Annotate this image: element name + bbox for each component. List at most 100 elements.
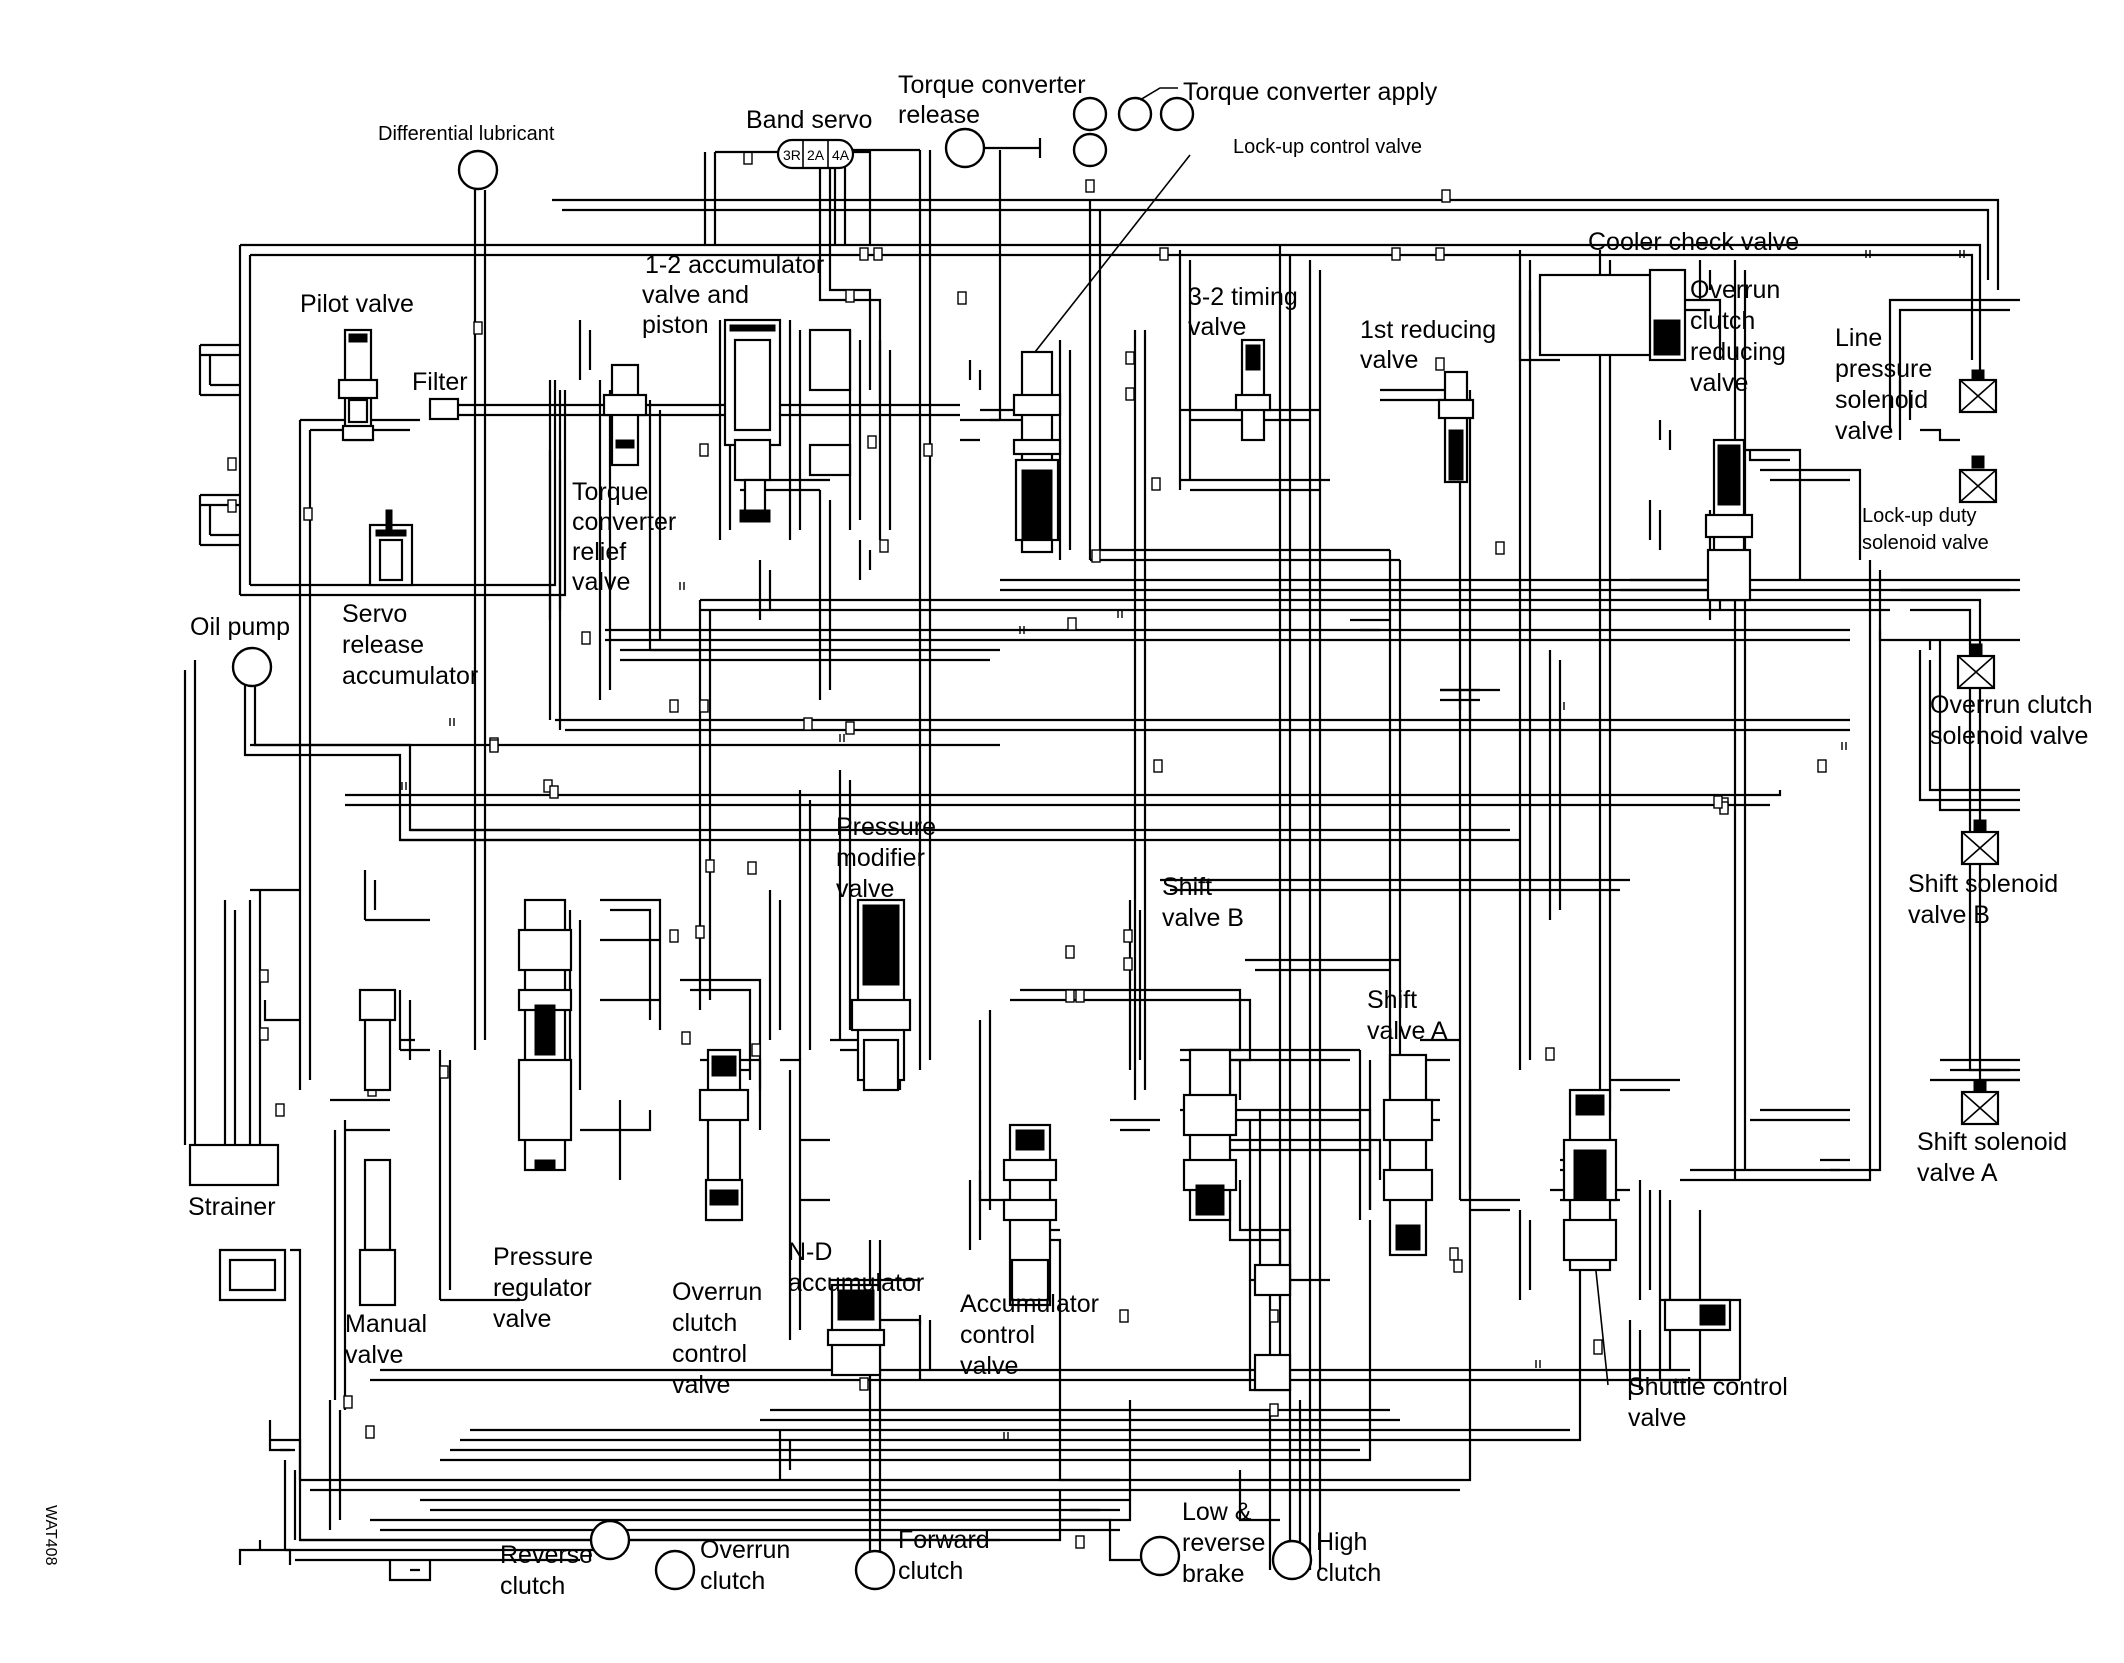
reverse-clutch-label-1: Reverse [500, 1541, 593, 1569]
band-servo-label: Band servo [746, 106, 872, 134]
shift-valve-a-label-2: valve A [1367, 1017, 1448, 1045]
nd-accumulator-body [826, 1283, 922, 1377]
first-reducing-valve-body [1437, 370, 1475, 484]
pressure-modifier-label-2: modifier [836, 844, 925, 872]
accumulator-1-2-label-2: valve and [642, 281, 749, 309]
accumulator-1-2-body [723, 318, 852, 523]
pressure-modifier-label-1: Pressure [836, 813, 936, 841]
reverse-clutch-label-2: clutch [500, 1572, 565, 1600]
shift-solenoid-b-label-1: Shift solenoid [1908, 870, 2058, 898]
torque-converter-apply-port-3 [1117, 96, 1153, 132]
pressure-modifier-label-3: valve [836, 875, 894, 903]
lockup-control-valve-label: Lock-up control valve [1233, 136, 1422, 158]
solenoids [1956, 369, 2000, 1126]
pressure-regulator-label-2: regulator [493, 1274, 592, 1302]
shift-solenoid-a-label-2: valve A [1917, 1159, 1998, 1187]
timing-3-2-label-1: 3-2 timing [1188, 283, 1298, 311]
nd-accumulator-label-2: accumulator [788, 1269, 924, 1297]
pressure-regulator-label-1: Pressure [493, 1243, 593, 1271]
manual-valve-label-2: valve [345, 1341, 403, 1369]
pressure-regulator-label-3: valve [493, 1305, 551, 1333]
pressure-modifier-body [850, 898, 912, 1092]
cooler-check-valve-label: Cooler check valve [1588, 228, 1799, 256]
torque-converter-release-label-1: Torque converter [898, 71, 1086, 99]
accumulator-control-label-1: Accumulator [960, 1290, 1099, 1318]
band-servo: 3R 2A 4A [715, 138, 872, 245]
torque-converter-relief-label-1: Torque [572, 478, 648, 506]
shuttle-control-label-1: Shuttle control [1628, 1373, 1788, 1401]
accumulator-1-2-label-3: piston [642, 311, 709, 339]
servo-release-accumulator-label-3: accumulator [342, 662, 478, 690]
labels: Torque converter release Torque converte… [42, 71, 2093, 1600]
overrun-clutch-reducing-label-4: valve [1690, 369, 1748, 397]
accumulator-control-label-3: valve [960, 1352, 1018, 1380]
torque-converter-release-label-2: release [898, 101, 980, 129]
band-servo-3r: 3R [783, 147, 801, 163]
leader-lines [1034, 87, 1609, 1386]
overrun-clutch-reducing-label-3: reducing [1690, 338, 1786, 366]
ports [231, 96, 1313, 1591]
shift-solenoid-a-symbol [1960, 1079, 2000, 1126]
shift-solenoid-b-label-2: valve B [1908, 901, 1990, 929]
timing-3-2-valve-body [1234, 338, 1272, 442]
overrun-clutch-reducing-label-1: Overrun [1690, 276, 1780, 304]
pilot-valve-label: Pilot valve [300, 290, 414, 318]
accumulator-1-2-label-1: 1-2 accumulator [645, 251, 824, 279]
overrun-clutch-label-1: Overrun [700, 1536, 790, 1564]
torque-converter-apply-port-4 [1159, 96, 1195, 132]
shift-valve-b-body [1182, 1048, 1238, 1222]
torque-converter-relief-label-2: converter [572, 508, 676, 536]
overrun-clutch-solenoid-label-1: Overrun clutch [1930, 691, 2093, 719]
torque-converter-apply-label: Torque converter apply [1183, 78, 1438, 106]
shuttle-control-label-2: valve [1628, 1404, 1686, 1432]
overrun-clutch-reducing-valve-body [1704, 438, 1754, 602]
servo-release-accumulator-label-1: Servo [342, 600, 407, 628]
forward-clutch-port [854, 1549, 896, 1591]
overrun-clutch-control-label-1: Overrun [672, 1278, 762, 1306]
oil-pump-label: Oil pump [190, 613, 290, 641]
low-reverse-brake-port [1139, 1535, 1181, 1577]
low-reverse-brake-label-2: reverse [1182, 1529, 1265, 1557]
cooler-check-valve-body [1538, 268, 1687, 362]
timing-3-2-label-2: valve [1188, 313, 1246, 341]
pressure-regulator-body [517, 898, 573, 1172]
low-reverse-brake-label-1: Low & [1182, 1498, 1252, 1526]
servo-release-accumulator-label-2: release [342, 631, 424, 659]
overrun-clutch-control-body [698, 1048, 750, 1222]
overrun-clutch-control-label-4: valve [672, 1371, 730, 1399]
torque-converter-relief-label-4: valve [572, 568, 630, 596]
oil-pump-symbol [231, 646, 273, 688]
lockup-duty-solenoid-symbol [1958, 455, 1998, 504]
forward-clutch-label-2: clutch [898, 1557, 963, 1585]
overrun-clutch-control-label-2: clutch [672, 1309, 737, 1337]
forward-clutch-label-1: Forward [898, 1526, 990, 1554]
line-pressure-solenoid-label-2: pressure [1835, 355, 1932, 383]
shift-solenoid-a-label-1: Shift solenoid [1917, 1128, 2067, 1156]
overrun-clutch-port [654, 1549, 696, 1591]
line-pressure-solenoid-label-3: solenoid [1835, 386, 1928, 414]
shift-solenoid-b-symbol [1960, 819, 2000, 866]
vent-fitting [1440, 688, 1500, 720]
lockup-control-valve-body [1012, 350, 1062, 554]
strainer-body [188, 1143, 280, 1187]
overrun-clutch-solenoid-label-2: solenoid valve [1930, 722, 2088, 750]
overrun-clutch-control-label-3: control [672, 1340, 747, 1368]
accumulator-control-label-2: control [960, 1321, 1035, 1349]
filter-label: Filter [412, 368, 468, 396]
torque-converter-relief-body [602, 363, 648, 467]
nd-accumulator-label-1: N-D [788, 1238, 832, 1266]
reverse-clutch-port [589, 1519, 631, 1561]
lockup-duty-solenoid-label-2: solenoid valve [1862, 532, 1989, 554]
high-clutch-port [1271, 1539, 1313, 1581]
torque-converter-apply-port-1 [1072, 96, 1108, 132]
shift-valve-a-body [1382, 1053, 1434, 1257]
filter-element [428, 397, 460, 421]
torque-converter-apply-port-2 [1072, 132, 1108, 168]
line-pressure-solenoid-symbol [1958, 369, 1998, 414]
lockup-duty-solenoid-label-1: Lock-up duty [1862, 505, 1977, 527]
line-pressure-solenoid-label-1: Line [1835, 324, 1882, 352]
shift-valve-a-label-1: Shift [1367, 986, 1417, 1014]
line-pressure-solenoid-label-4: valve [1835, 417, 1893, 445]
manual-valve-label-1: Manual [345, 1310, 427, 1338]
